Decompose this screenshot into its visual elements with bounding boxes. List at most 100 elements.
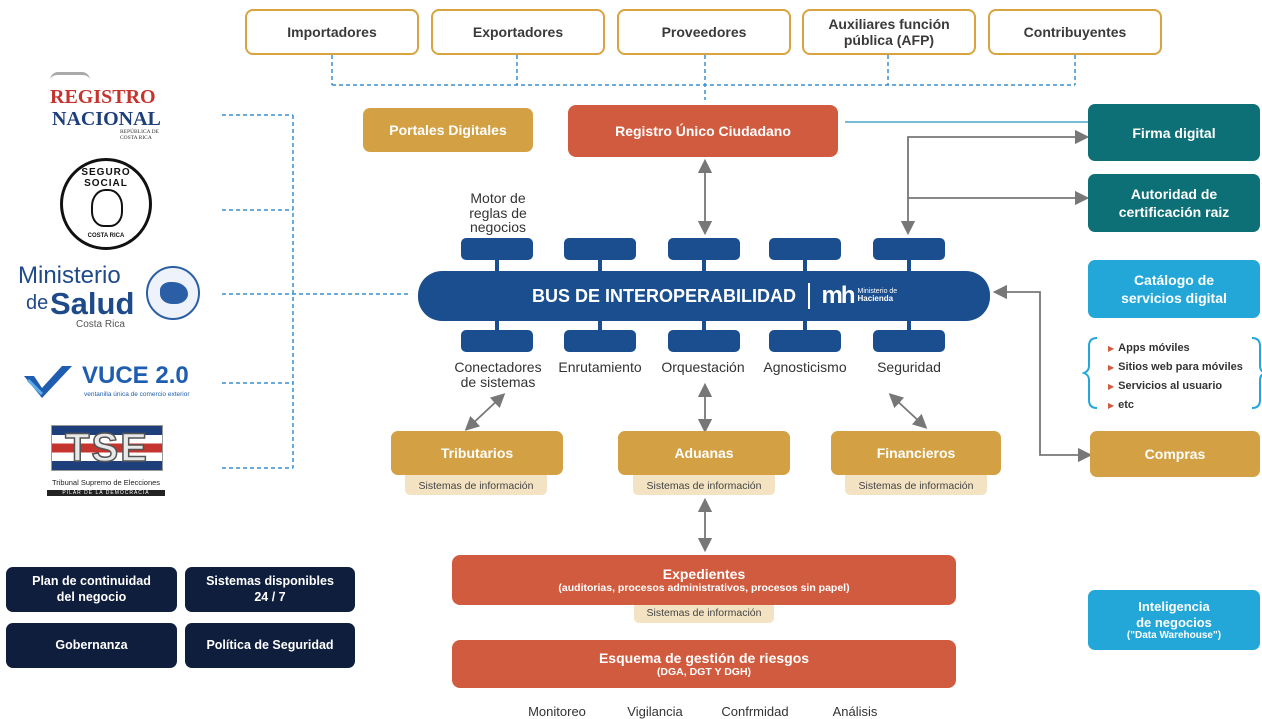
bus-tab-stem [907,258,911,272]
bottom-label-analisis: Análisis [832,704,878,719]
bottom-label-vigilancia: Vigilancia [627,704,683,719]
catalogo-box: Catálogo de servicios digital [1088,260,1260,318]
list-item: ▶etc [1108,396,1258,415]
portales-digitales-box: Portales Digitales [363,108,533,152]
motor-reglas-label: Motor de reglas de negocios [469,190,527,236]
box-label: Gobernanza [55,637,128,652]
tributarios-box: Tributarios [391,431,563,475]
hacienda-logo-text: Ministerio de Hacienda [858,288,898,304]
tse-flag: TSE [51,425,163,471]
bus-tab [668,238,740,260]
registro-sub: REPÚBLICA DE COSTA RICA [120,129,159,142]
seguro-ring-text: SEGURO SOCIAL [81,167,131,189]
arrow-icon: ▶ [1108,363,1115,372]
salud-cr: Costa Rica [76,319,125,330]
box-label: Política de Seguridad [206,637,334,652]
vuce-title: VUCE 2.0 [82,362,189,389]
bus-title: BUS DE INTEROPERABILIDAD [532,285,797,306]
catalogo-list: ▶Apps móviles ▶Sitios web para móviles ▶… [1108,339,1258,415]
registro-line2: NACIONAL [52,108,161,130]
esquema-title: Esquema de gestión de riesgos [598,650,810,666]
tse-letters: TSE [64,425,149,471]
arrow-icon: ▶ [1108,344,1115,353]
vuce-logo: VUCE 2.0 ventanilla única de comercio ex… [22,360,200,404]
bus-label-seguridad: Seguridad [877,359,941,375]
financieros-sub: Sistemas de información [845,471,987,495]
bus-tab [873,330,945,352]
sub-label: Sistemas de información [646,607,762,619]
top-dashed-connectors [331,55,1076,100]
top-box-proveedores: Proveedores [617,9,791,55]
seguro-bottom-text: COSTA RICA [87,233,125,239]
compras-box: Compras [1090,431,1260,477]
bus-tab [769,238,841,260]
registro-unico-box: Registro Único Ciudadano [568,105,838,157]
list-item: ▶Servicios al usuario [1108,377,1258,396]
box-label: Sistemas disponibles 24 / 7 [206,573,334,604]
bus-label-enrutamiento: Enrutamiento [558,359,642,375]
left-dashed-connectors [222,114,410,469]
compras-label: Compras [1144,446,1206,462]
vuce-sub: ventanilla única de comercio exterior [84,391,190,398]
portales-label: Portales Digitales [389,122,507,138]
bus-tab [668,330,740,352]
bottom-label-monitoreo: Monitoreo [528,704,586,719]
bus-tab-stem [907,320,911,332]
autoridad-label: Autoridad de certificación raiz [1118,185,1230,220]
box-label: Plan de continuidad del negocio [32,573,151,604]
sub-label: Sistemas de información [646,480,762,492]
sub-label: Sistemas de información [858,480,974,492]
top-box-importadores: Importadores [245,9,419,55]
expedientes-detail: (auditorias, procesos administrativos, p… [558,582,850,594]
politica-seguridad-box: Política de Seguridad [185,623,355,668]
bus-interoperabilidad: BUS DE INTEROPERABILIDAD mh Ministerio d… [418,271,990,321]
bus-tab-stem [702,258,706,272]
arrows [464,129,1093,553]
data-warehouse-label: ("Data Warehouse") [1126,630,1222,642]
bus-tab-stem [598,258,602,272]
esquema-detail: (DGA, DGT Y DGH) [656,666,752,678]
bus-tab-stem [803,258,807,272]
salud-word: Salud [50,286,135,321]
tributarios-sub: Sistemas de información [405,471,547,495]
bottom-label-conformidad: Confrmidad [721,704,789,719]
gobernanza-box: Gobernanza [6,623,177,668]
bus-tab [873,238,945,260]
tse-logo: TSE Tribunal Supremo de Elecciones PILAR… [45,425,167,501]
tse-sub: Tribunal Supremo de Elecciones [51,478,161,487]
bus-tab [564,238,636,260]
registro-unico-label: Registro Único Ciudadano [615,123,791,139]
vuce-check-icon [24,366,72,398]
system-title: Financieros [876,445,956,461]
sistemas-disponibles-box: Sistemas disponibles 24 / 7 [185,567,355,612]
seguro-social-logo: SEGURO SOCIAL COSTA RICA [60,158,152,250]
catalogo-label: Catálogo de servicios digital [1121,271,1227,306]
salud-seal-icon [146,266,200,320]
registro-line1: REGISTRO [50,86,156,108]
system-title: Aduanas [674,445,734,461]
top-box-label: Auxiliares función pública (AFP) [828,15,950,48]
top-box-label: Importadores [287,23,377,40]
registro-nacional-logo: REGISTRO NACIONAL REPÚBLICA DE COSTA RIC… [50,72,180,144]
top-box-label: Proveedores [661,23,747,40]
list-item: ▶Sitios web para móviles [1108,358,1258,377]
list-item-label: Sitios web para móviles [1118,361,1243,373]
seal-map-icon [160,282,188,304]
top-box-afp: Auxiliares función pública (AFP) [802,9,976,55]
inteligencia-negocios-box: Inteligencia de negocios ("Data Warehous… [1088,590,1260,650]
arrow-icon: ▶ [1108,401,1115,410]
firma-digital-box: Firma digital [1088,104,1260,161]
bus-tab [769,330,841,352]
list-item: ▶Apps móviles [1108,339,1258,358]
list-item-label: etc [1118,399,1135,411]
arrow-icon: ▶ [1108,382,1115,391]
logo-arc [50,72,90,80]
hacienda-logo-icon: mh [821,282,856,309]
inteligencia-label: Inteligencia de negocios [1136,598,1212,630]
top-box-label: Exportadores [472,23,564,40]
catalog-braces [1081,337,1262,409]
financieros-box: Financieros [831,431,1001,475]
bus-label-conectadores: Conectadores de sistemas [454,359,542,391]
bus-tab-stem [598,320,602,332]
